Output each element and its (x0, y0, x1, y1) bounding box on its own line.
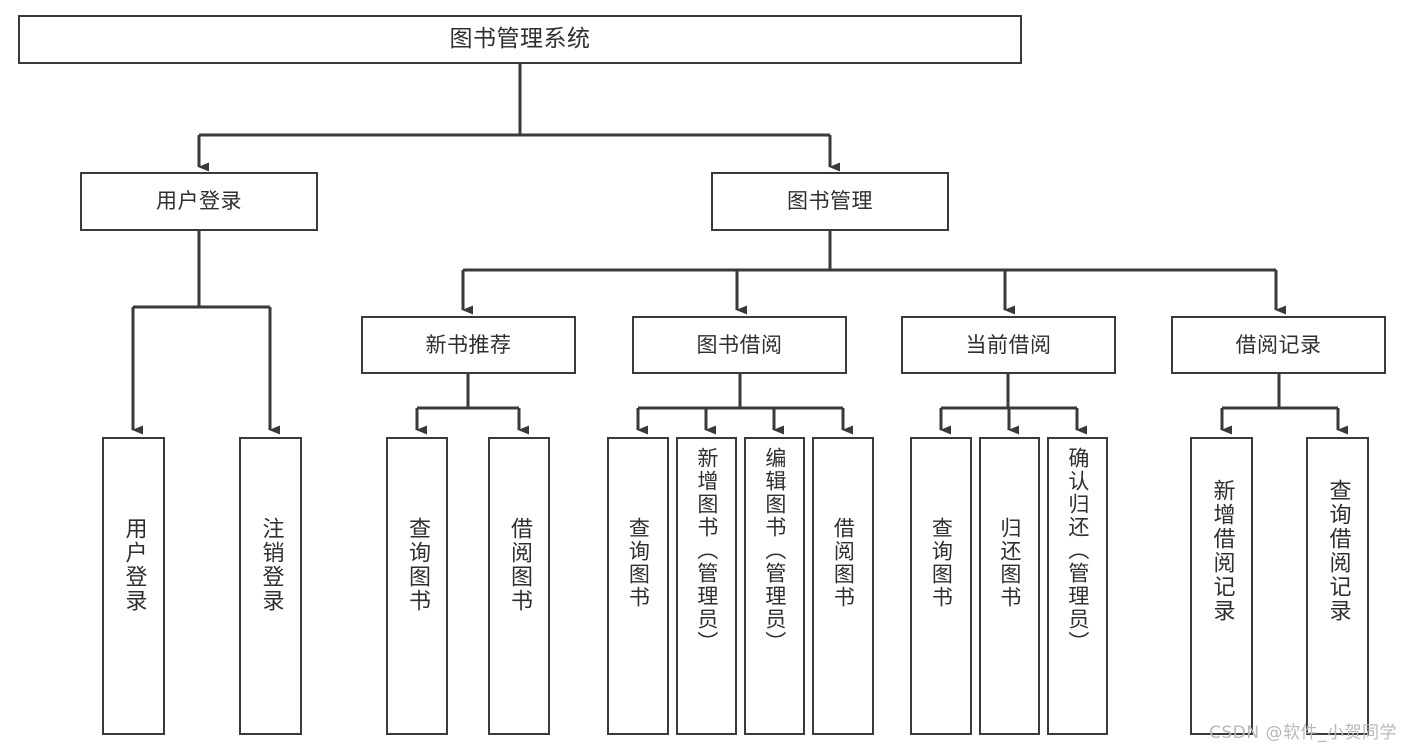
node-leaf-cb-confirm-label: 确认归还（管理员） (1065, 447, 1090, 654)
node-leaf-bb-borrow-label: 借阅图书 (831, 517, 856, 609)
node-user-login-label: 用户登录 (156, 189, 242, 214)
node-leaf-user-logout-label: 注销登录 (258, 517, 284, 613)
node-leaf-br-query-label: 查询借阅记录 (1325, 479, 1351, 623)
node-current-borrow-label: 当前借阅 (965, 332, 1052, 357)
node-leaf-bb-edit-label: 编辑图书（管理员） (762, 447, 787, 654)
node-leaf-bb-query[interactable]: 查询图书 (607, 437, 669, 735)
node-leaf-br-add-label: 新增借阅记录 (1209, 479, 1235, 623)
node-leaf-cb-query[interactable]: 查询图书 (910, 437, 972, 735)
node-leaf-br-add[interactable]: 新增借阅记录 (1190, 437, 1253, 735)
node-new-book-recommend-label: 新书推荐 (425, 332, 512, 357)
node-leaf-rec-query[interactable]: 查询图书 (386, 437, 448, 735)
node-book-borrow-label: 图书借阅 (696, 332, 783, 357)
node-leaf-cb-confirm[interactable]: 确认归还（管理员） (1047, 437, 1108, 735)
node-current-borrow[interactable]: 当前借阅 (901, 316, 1116, 374)
node-new-book-recommend[interactable]: 新书推荐 (361, 316, 576, 374)
node-book-manage-label: 图书管理 (787, 189, 873, 214)
node-leaf-rec-query-label: 查询图书 (404, 517, 430, 613)
node-borrow-record[interactable]: 借阅记录 (1171, 316, 1386, 374)
node-leaf-user-login[interactable]: 用户登录 (102, 437, 165, 735)
node-borrow-record-label: 借阅记录 (1235, 332, 1322, 357)
node-leaf-cb-return-label: 归还图书 (997, 517, 1022, 609)
node-leaf-user-logout[interactable]: 注销登录 (239, 437, 302, 735)
node-leaf-cb-return[interactable]: 归还图书 (979, 437, 1040, 735)
node-leaf-bb-edit[interactable]: 编辑图书（管理员） (744, 437, 805, 735)
node-leaf-rec-borrow-label: 借阅图书 (506, 517, 532, 613)
node-leaf-cb-query-label: 查询图书 (929, 517, 954, 609)
node-root[interactable]: 图书管理系统 (18, 15, 1022, 64)
watermark-text: CSDN @软件_小贺同学 (1209, 723, 1397, 743)
node-book-manage[interactable]: 图书管理 (711, 172, 949, 231)
node-leaf-bb-query-label: 查询图书 (626, 517, 651, 609)
node-leaf-user-login-label: 用户登录 (121, 517, 147, 613)
node-root-label: 图书管理系统 (449, 26, 591, 53)
node-leaf-rec-borrow[interactable]: 借阅图书 (488, 437, 550, 735)
node-leaf-br-query[interactable]: 查询借阅记录 (1306, 437, 1369, 735)
node-leaf-bb-add-label: 新增图书（管理员） (694, 447, 719, 654)
node-leaf-bb-add[interactable]: 新增图书（管理员） (676, 437, 737, 735)
node-book-borrow[interactable]: 图书借阅 (632, 316, 847, 374)
node-user-login[interactable]: 用户登录 (80, 172, 318, 231)
node-leaf-bb-borrow[interactable]: 借阅图书 (812, 437, 874, 735)
